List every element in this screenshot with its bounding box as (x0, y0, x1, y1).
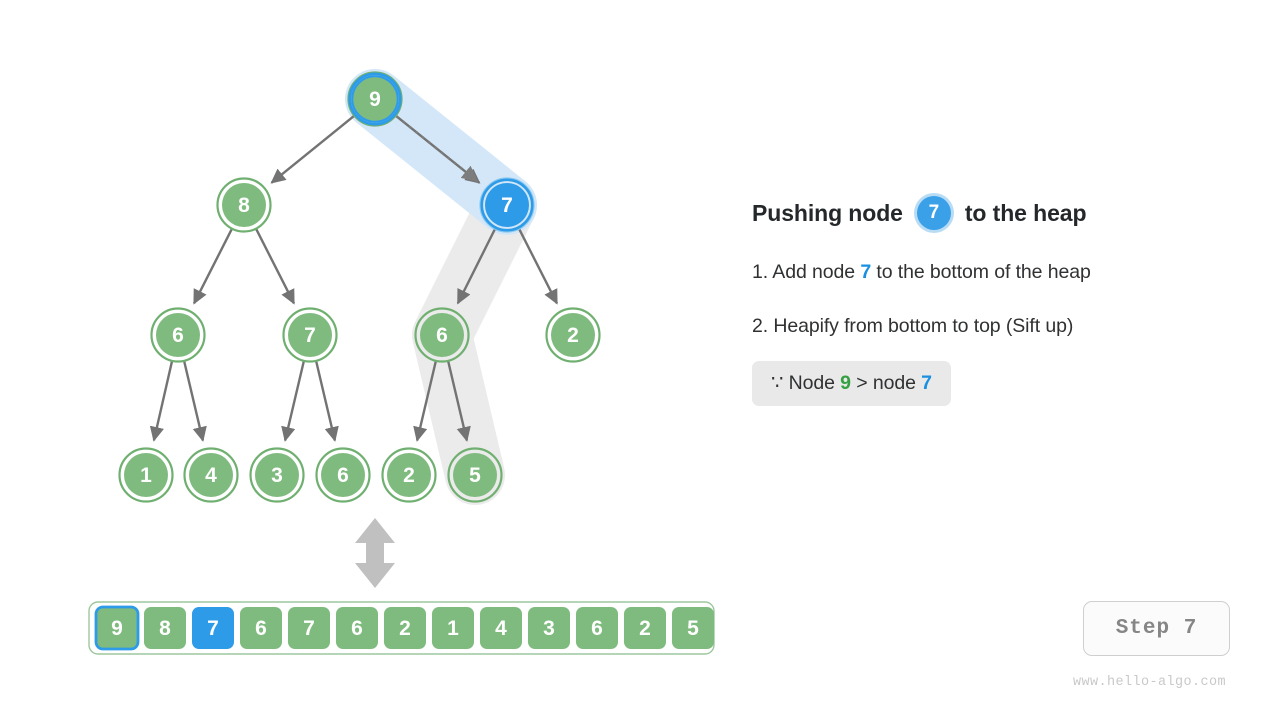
array-cell-6[interactable]: 2 (384, 607, 426, 649)
array-cell-11[interactable]: 2 (624, 607, 666, 649)
tree-edges (149, 114, 558, 442)
array-cell-2[interactable]: 7 (192, 607, 234, 649)
tree-node-2[interactable]: 2 (381, 447, 437, 503)
array-cell-5[interactable]: 6 (336, 607, 378, 649)
tree-node-3[interactable]: 3 (249, 447, 305, 503)
tree-node-2[interactable]: 2 (545, 307, 601, 363)
swap-arrow (395, 115, 479, 183)
array-cell-9[interactable]: 3 (528, 607, 570, 649)
tree-node-7[interactable]: 7 (479, 177, 535, 233)
because-symbol: ∵ (771, 372, 784, 394)
tree-node-6[interactable]: 6 (315, 447, 371, 503)
explanation-panel: Pushing node 7 to the heap 1. Add node 7… (752, 196, 1222, 406)
array-cell-0[interactable]: 9 (94, 605, 140, 651)
tree-node-9[interactable]: 9 (347, 71, 403, 127)
double-vertical-arrow-icon (355, 518, 395, 588)
array-cell-1[interactable]: 8 (144, 607, 186, 649)
step-1-text: 1. Add node 7 to the bottom of the heap (752, 261, 1222, 284)
step-1-suffix: to the bottom of the heap (871, 261, 1091, 283)
array-cell-7[interactable]: 1 (432, 607, 474, 649)
tree-node-8[interactable]: 8 (216, 177, 272, 233)
reason-text-b: > node (850, 372, 922, 394)
step-1-value: 7 (860, 261, 872, 283)
array-cell-8[interactable]: 4 (480, 607, 522, 649)
step-2-prefix: 2. Heapify from bottom to top (Sift up) (752, 315, 1074, 337)
array-cell-3[interactable]: 6 (240, 607, 282, 649)
panel-title-suffix: to the heap (964, 199, 1087, 226)
title-node-badge: 7 (916, 196, 951, 230)
reason-text-a: Node (783, 372, 841, 394)
reason-callout: ∵ Node 9 > node 7 (752, 361, 951, 406)
tree-node-7[interactable]: 7 (282, 307, 338, 363)
step-1-prefix: 1. Add node (752, 261, 861, 283)
highlight-bands (345, 69, 537, 505)
reason-value-b: 7 (921, 372, 932, 394)
site-watermark: www.hello-algo.com (1073, 675, 1227, 690)
reason-value-a: 9 (840, 372, 851, 394)
array-cell-12[interactable]: 5 (672, 607, 714, 649)
array-cell-10[interactable]: 6 (576, 607, 618, 649)
page-title: Pushing node 7 to the heap (752, 196, 1222, 230)
array-cell-4[interactable]: 7 (288, 607, 330, 649)
tree-node-6[interactable]: 6 (150, 307, 206, 363)
tree-node-4[interactable]: 4 (183, 447, 239, 503)
step-counter-badge: Step 7 (1083, 601, 1230, 656)
tree-node-6[interactable]: 6 (414, 307, 470, 363)
panel-title-prefix: Pushing node (752, 199, 903, 226)
step-2-text: 2. Heapify from bottom to top (Sift up) (752, 315, 1222, 338)
tree-node-5[interactable]: 5 (447, 447, 503, 503)
tree-node-1[interactable]: 1 (118, 447, 174, 503)
